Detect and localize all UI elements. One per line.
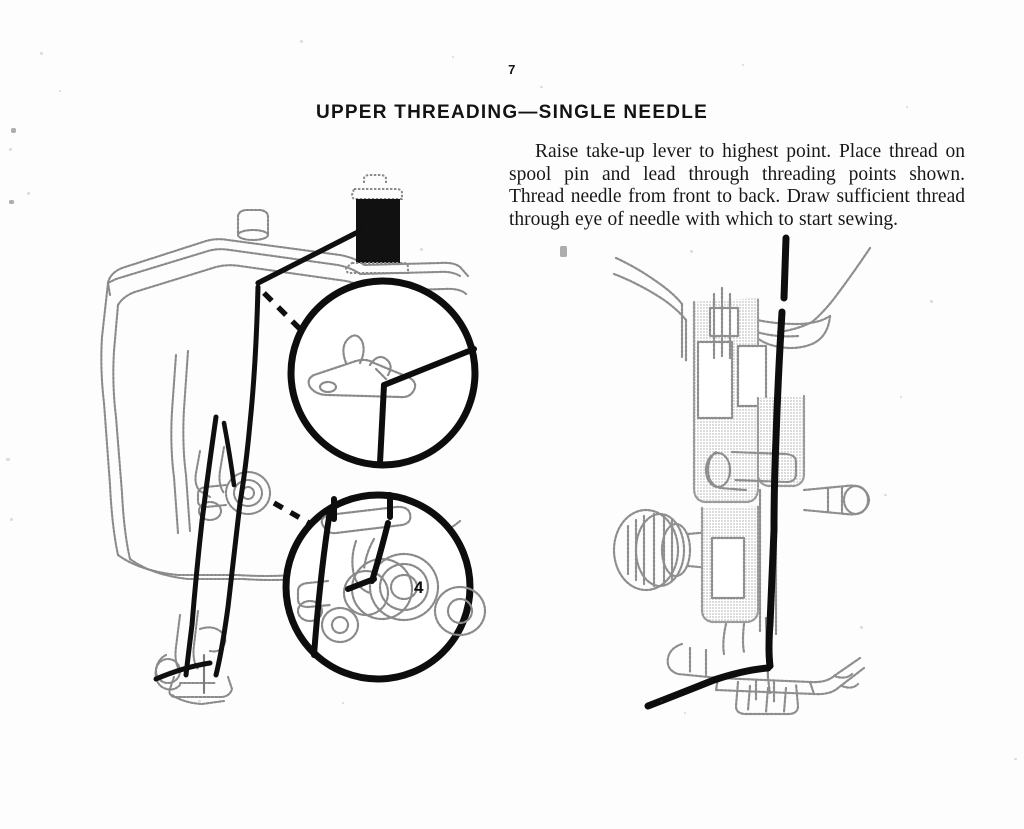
thread-main-path xyxy=(213,284,261,678)
scan-speck xyxy=(40,52,43,55)
scan-speck xyxy=(300,40,303,43)
thread-above-lever xyxy=(780,234,790,302)
instruction-paragraph: Raise take-up lever to highest point. Pl… xyxy=(509,141,965,230)
presser-foot-left xyxy=(168,675,234,706)
scan-speck xyxy=(860,626,863,629)
machine-head-threading-diagram: 4 xyxy=(88,155,488,715)
scan-speck xyxy=(906,106,908,108)
needle-bar-presser-foot-diagram xyxy=(598,234,898,716)
detail-thread-in xyxy=(381,346,477,388)
thread-guide-detail-circle xyxy=(287,277,479,469)
scan-speck xyxy=(27,192,30,195)
scan-speck xyxy=(9,148,12,151)
scan-speck xyxy=(6,458,10,461)
scan-speck xyxy=(930,300,933,303)
tension-assembly-small xyxy=(196,470,272,522)
detail-thread-vertical xyxy=(311,508,333,658)
detail-callout-4: 4 xyxy=(414,578,424,597)
scan-speck xyxy=(342,702,344,704)
scan-speck xyxy=(690,250,693,253)
page-title: UPPER THREADING—SINGLE NEEDLE xyxy=(315,102,708,123)
scan-speck xyxy=(420,248,423,251)
scan-speck xyxy=(59,90,61,92)
thread-spool xyxy=(344,174,409,274)
thumb-screw xyxy=(802,484,871,516)
thread-tail-left xyxy=(153,660,213,682)
detail-thread-out xyxy=(377,382,387,466)
scan-speck xyxy=(884,494,887,496)
presser-foot-right xyxy=(666,642,866,716)
thread-secondary-strand xyxy=(183,414,219,678)
arm-upper-edge xyxy=(614,256,684,306)
thread-tension-strand xyxy=(221,420,237,488)
thread-down-needle-bar xyxy=(765,526,778,670)
scan-speck xyxy=(742,64,744,66)
spool-thread-body xyxy=(356,199,400,263)
scan-speck xyxy=(540,86,543,88)
thread-through-lever xyxy=(770,308,786,534)
scan-speck xyxy=(10,518,13,521)
scan-speck xyxy=(684,712,686,714)
machine-top-shell-outline xyxy=(106,238,470,297)
scan-speck xyxy=(660,700,663,702)
arm-right-edge xyxy=(810,246,872,324)
needle-clamp-block xyxy=(704,450,798,492)
thread-tail-right xyxy=(644,664,772,710)
scan-speck xyxy=(198,700,201,702)
scan-speck xyxy=(452,56,454,58)
scan-speck xyxy=(900,396,902,398)
scan-speck xyxy=(9,200,14,204)
page-number: 7 xyxy=(508,62,516,77)
tension-assembly-detail-circle: 4 xyxy=(282,491,487,683)
scan-speck xyxy=(560,246,567,257)
spool-pin-base xyxy=(236,208,270,237)
scan-speck xyxy=(1014,758,1017,760)
thread-spool-to-guide xyxy=(255,228,363,286)
scan-speck xyxy=(11,128,16,133)
